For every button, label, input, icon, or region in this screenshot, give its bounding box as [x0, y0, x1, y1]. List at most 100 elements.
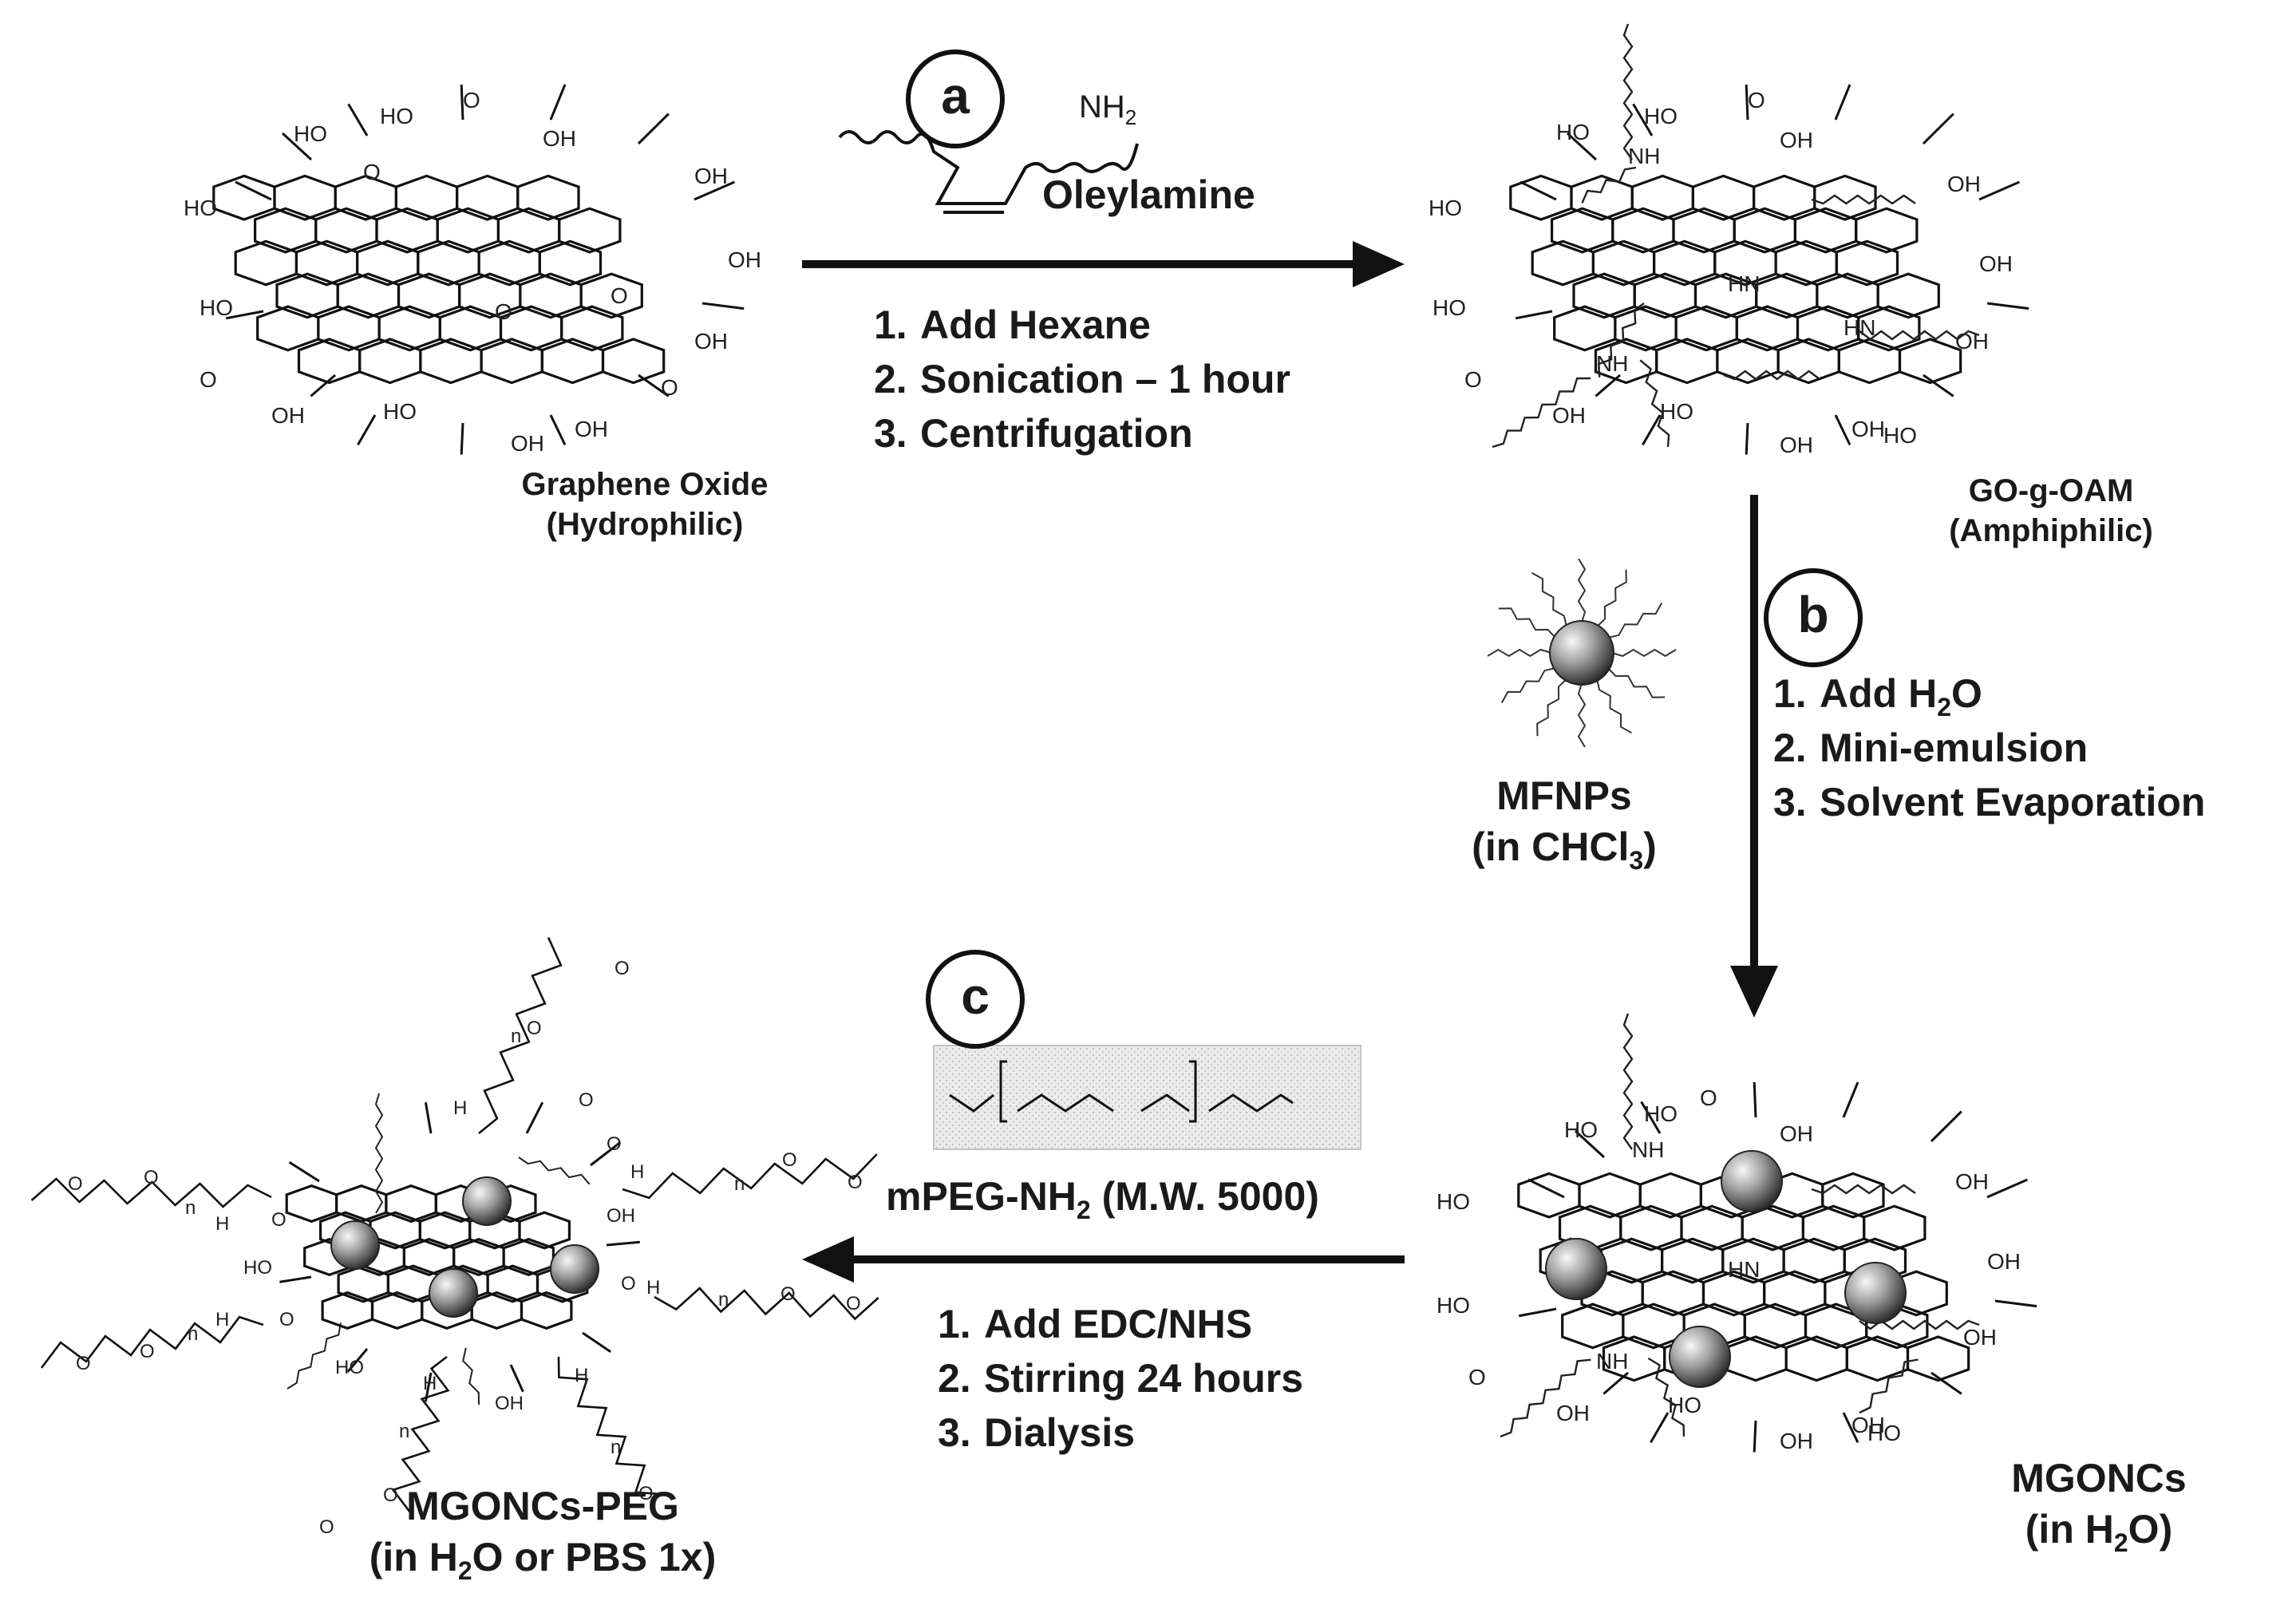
- bond-line: [1519, 180, 1557, 201]
- hexagon-ring: [273, 174, 337, 221]
- hexagon-ring: [1837, 338, 1902, 385]
- hexagon-ring: [234, 239, 298, 287]
- bond-line: [1923, 374, 1954, 397]
- peg-chain: [622, 1153, 878, 1200]
- chem-group-label: O: [782, 1149, 797, 1171]
- hexagon-ring: [397, 272, 461, 319]
- chem-group-label: OH: [1556, 1401, 1590, 1425]
- chem-group-label: O: [279, 1309, 294, 1330]
- arrow-b: [1730, 495, 1778, 1018]
- alkyl-chain: [1596, 678, 1632, 734]
- nanoparticle: [1844, 1262, 1907, 1324]
- chem-group-label: O: [76, 1353, 91, 1374]
- chem-group-label: OH: [1780, 433, 1813, 457]
- hexagon-ring: [1743, 1303, 1808, 1350]
- hexagon-ring: [317, 305, 381, 352]
- step-item: 1.Add Hexane: [874, 302, 1290, 356]
- alkyl-chain: [287, 1322, 342, 1390]
- chem-group-label: n: [185, 1197, 196, 1219]
- hexagon-ring: [438, 305, 503, 352]
- step-text: Centrifugation: [920, 411, 1193, 456]
- alkyl-chain: [1498, 607, 1556, 638]
- hexagon-ring: [1570, 174, 1634, 221]
- chem-group-label: HO: [1436, 1293, 1470, 1318]
- chem-group-label: n: [188, 1323, 199, 1345]
- step-text: Sonication – 1 hour: [920, 357, 1290, 401]
- arrow-a: [802, 241, 1405, 287]
- chem-group-label: O: [1700, 1085, 1717, 1110]
- step-number: 3.: [1773, 780, 1807, 824]
- bond-line: [694, 180, 736, 201]
- hexagon-ring: [1680, 1204, 1744, 1251]
- chem-group-label: OH: [271, 403, 305, 428]
- chem-group-label: n: [734, 1173, 745, 1195]
- mfnps-label: MFNPs (in CHCl3): [1472, 773, 1657, 875]
- alkyl-chain: [1598, 302, 1645, 378]
- step-number: 3.: [938, 1410, 971, 1455]
- step-item: 2.Sonication – 1 hour: [874, 356, 1290, 410]
- hexagon-ring: [1784, 1335, 1848, 1382]
- chem-group-label: OH: [728, 247, 761, 272]
- hexagon-ring: [1509, 174, 1573, 221]
- alkyl-chain: [374, 1093, 384, 1214]
- hexagon-ring: [538, 239, 603, 287]
- chem-group-label: H: [575, 1365, 589, 1386]
- alkyl-chain: [1811, 194, 1916, 205]
- chem-group-label: NH: [1596, 351, 1629, 376]
- chem-group-label: OH: [1955, 1169, 1989, 1194]
- hexagon-ring: [540, 338, 605, 385]
- hexagon-ring: [1553, 305, 1617, 352]
- hexagon-ring: [370, 1291, 424, 1330]
- hexagon-ring: [1776, 338, 1840, 385]
- chem-group-label: O: [846, 1293, 861, 1314]
- chem-group-label: HO: [1564, 1117, 1598, 1142]
- step-item: 2.Stirring 24 hours: [938, 1355, 1303, 1409]
- hexagon-ring: [1641, 1270, 1705, 1317]
- hexagon-ring: [1821, 1172, 1885, 1219]
- chem-group-label: HO: [1883, 423, 1917, 448]
- alkyl-chain: [1500, 667, 1556, 703]
- alkyl-chain: [1577, 558, 1587, 623]
- alkyl-chain: [1622, 1013, 1634, 1150]
- hexagon-ring: [297, 338, 362, 385]
- step-item: 3.Dialysis: [938, 1409, 1303, 1464]
- bond-line: [1994, 1299, 2037, 1308]
- chem-group-label: O: [661, 375, 678, 400]
- hexagon-ring: [285, 1184, 338, 1224]
- hexagon-ring: [1898, 338, 1962, 385]
- bond-line: [1595, 374, 1621, 397]
- step-number: 1.: [874, 302, 907, 347]
- chem-group-label: O: [68, 1173, 83, 1195]
- chem-group-label: HN: [1728, 1257, 1761, 1282]
- step-text: Add H: [1820, 671, 1938, 716]
- chem-group-label: HO: [1429, 196, 1462, 220]
- hexagon-ring: [558, 207, 622, 254]
- chem-group-label: O: [319, 1516, 334, 1538]
- mgoncs-peg-sheet: [30, 937, 879, 1512]
- hexagon-ring: [455, 174, 520, 221]
- mpeg-label: mPEG-NH2 (M.W. 5000): [886, 1174, 1319, 1224]
- nanoparticle: [550, 1244, 599, 1294]
- hexagon-ring: [1735, 305, 1800, 352]
- hexagon-ring: [1857, 305, 1921, 352]
- bond-line: [1650, 1412, 1670, 1444]
- hexagon-ring: [356, 239, 420, 287]
- chem-group-label: HO: [1433, 295, 1466, 320]
- chem-group-label: HO: [1660, 399, 1693, 424]
- bond-line: [1986, 302, 2029, 310]
- chem-group-label: O: [621, 1273, 636, 1295]
- hexagon-ring: [560, 305, 624, 352]
- oleylamine-label: Oleylamine: [1042, 172, 1255, 217]
- step-b-marker: b: [1764, 568, 1863, 667]
- bond-line: [549, 84, 567, 121]
- chem-group-label: OH: [575, 417, 608, 441]
- chem-group-label: HO: [1644, 1101, 1678, 1126]
- hexagon-ring: [256, 305, 320, 352]
- hexagon-ring: [1845, 1335, 1910, 1382]
- hexagon-ring: [1763, 1270, 1827, 1317]
- peg-chain: [391, 1355, 450, 1512]
- hexagon-ring: [518, 1211, 571, 1250]
- hexagon-ring: [335, 1184, 388, 1224]
